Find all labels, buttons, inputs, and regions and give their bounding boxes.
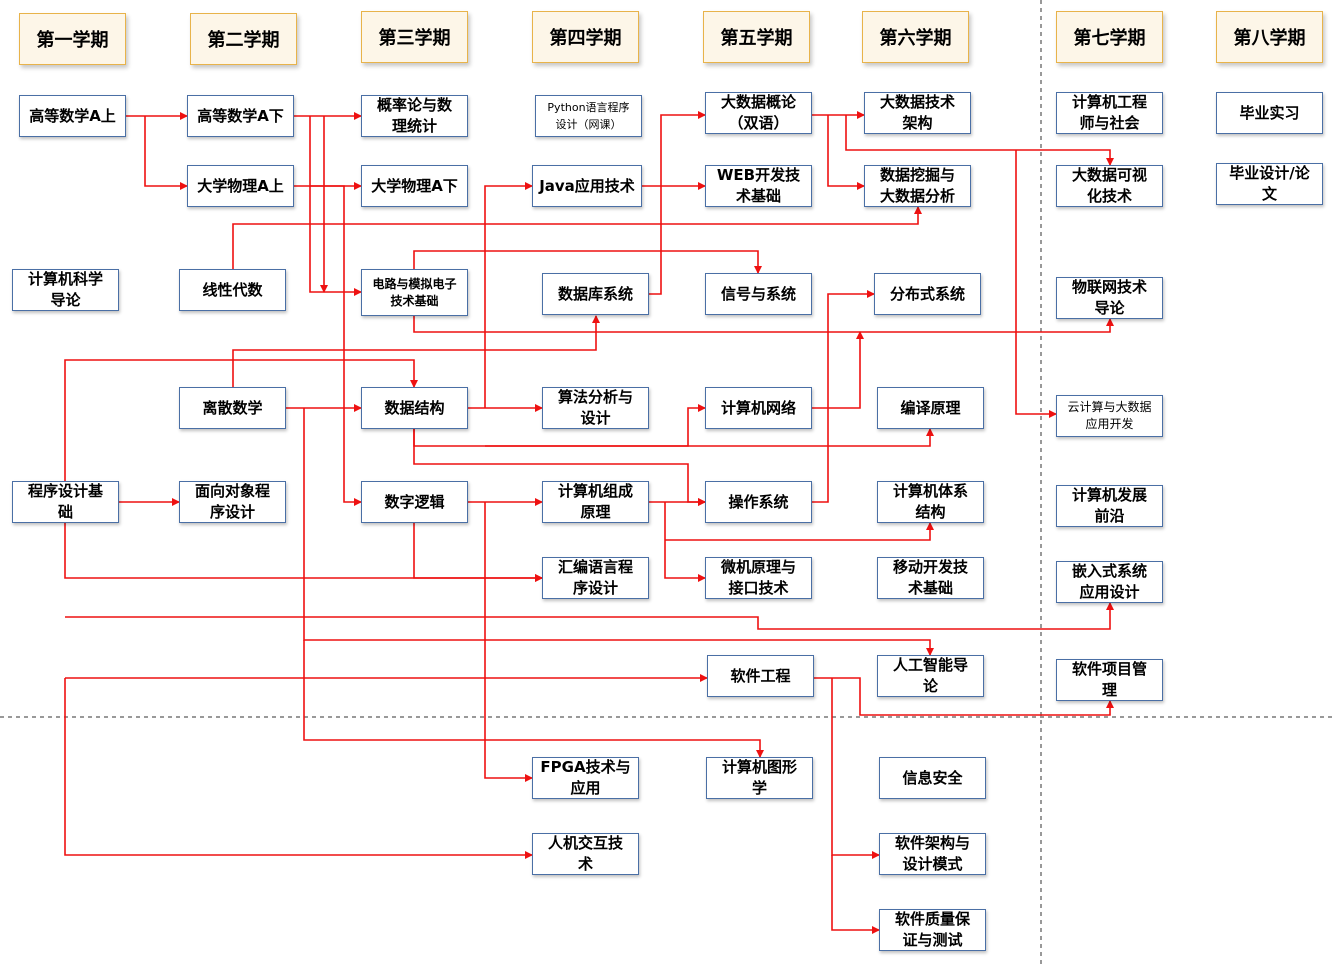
prerequisite-arrow-8	[413, 316, 1114, 333]
course-oop: 面向对象程 序设计	[179, 481, 286, 523]
prerequisite-arrow-7	[232, 206, 922, 269]
prerequisite-arrow-40	[831, 855, 880, 934]
semester-1-header: 第一学期	[19, 13, 126, 65]
semester-6-header: 第六学期	[862, 11, 969, 63]
prerequisite-arrow-9	[413, 250, 762, 274]
prerequisite-arrow-14	[845, 115, 1114, 166]
course-cloud: 云计算与大数据 应用开发	[1056, 395, 1163, 437]
course-java: Java应用技术	[532, 165, 642, 207]
course-software-eng: 软件工程	[707, 655, 814, 697]
course-bigdata-intro: 大数据概论 （双语）	[705, 92, 812, 134]
course-bigdata-arch: 大数据技术 架构	[864, 92, 971, 134]
course-assembly: 汇编语言程 序设计	[542, 557, 649, 599]
course-data-mining: 数据挖掘与 大数据分析	[864, 165, 971, 207]
course-sw-quality: 软件质量保 证与测试	[879, 909, 986, 951]
course-architecture: 计算机体系 结构	[877, 481, 984, 523]
course-discrete-math: 离散数学	[179, 387, 286, 429]
prerequisite-arrow-32	[413, 523, 543, 582]
prerequisite-arrow-20	[484, 182, 533, 408]
prerequisite-arrow-4	[309, 186, 362, 296]
prerequisite-arrow-25	[485, 428, 934, 447]
course-os: 操作系统	[705, 481, 812, 523]
semester-7-header: 第七学期	[1056, 11, 1163, 63]
course-visualization: 大数据可视 化技术	[1056, 165, 1163, 207]
prerequisite-arrow-23	[812, 331, 864, 409]
course-embedded: 嵌入式系统 应用设计	[1056, 561, 1163, 603]
semester-5-header: 第五学期	[703, 11, 810, 63]
course-physics-a1: 大学物理A上	[187, 165, 294, 207]
course-security: 信息安全	[879, 757, 986, 799]
course-distributed: 分布式系统	[874, 273, 981, 315]
prerequisite-arrow-41	[64, 678, 533, 859]
course-ai-intro: 人工智能导 论	[877, 655, 984, 697]
prerequisite-arrow-6	[294, 185, 362, 506]
course-signals: 信号与系统	[705, 273, 812, 315]
prerequisite-arrow-13	[827, 115, 865, 190]
prerequisite-arrow-31	[665, 522, 934, 541]
course-cs-intro: 计算机科学 导论	[12, 269, 119, 311]
prerequisite-arrow-30	[664, 502, 706, 582]
prerequisite-arrow-16	[232, 315, 600, 387]
prerequisite-arrow-3	[309, 116, 362, 190]
course-sw-architecture: 软件架构与 设计模式	[879, 833, 986, 875]
prerequisite-arrow-15	[1015, 150, 1057, 418]
course-web: WEB开发技 术基础	[705, 165, 812, 207]
semester-2-header: 第二学期	[190, 13, 297, 65]
course-iot: 物联网技术 导论	[1056, 277, 1163, 319]
prerequisite-arrow-39	[831, 678, 880, 859]
course-data-structures: 数据结构	[361, 387, 468, 429]
course-python: Python语言程序 设计（网课）	[535, 95, 642, 137]
course-linear-algebra: 线性代数	[179, 269, 286, 311]
prerequisite-arrow-28	[484, 502, 533, 782]
semester-8-header: 第八学期	[1216, 11, 1323, 63]
course-physics-a2: 大学物理A下	[361, 165, 468, 207]
course-internship: 毕业实习	[1216, 92, 1323, 134]
course-hci: 人机交互技 术	[532, 833, 639, 875]
course-adv-math-a1: 高等数学A上	[19, 95, 126, 137]
semester-4-header: 第四学期	[532, 11, 639, 63]
course-adv-math-a2: 高等数学A下	[187, 95, 294, 137]
prerequisite-arrow-1	[144, 116, 188, 190]
course-prob-stats: 概率论与数 理统计	[361, 95, 468, 137]
course-thesis: 毕业设计/论 文	[1216, 163, 1323, 205]
semester-3-header: 第三学期	[361, 11, 468, 63]
prerequisite-arrow-35	[303, 408, 934, 656]
prerequisite-arrow-24	[812, 290, 875, 503]
prerequisite-arrow-17	[64, 359, 418, 481]
course-fpga: FPGA技术与 应用	[532, 757, 639, 799]
course-database: 数据库系统	[542, 273, 649, 315]
course-digital-logic: 数字逻辑	[361, 481, 468, 523]
prerequisite-arrow-33	[64, 523, 543, 582]
prerequisite-arrow-38	[814, 677, 1114, 716]
prerequisite-arrow-11	[649, 111, 706, 295]
course-microcomputer: 微机原理与 接口技术	[705, 557, 812, 599]
course-networks: 计算机网络	[705, 387, 812, 429]
course-circuits: 电路与模拟电子 技术基础	[361, 269, 468, 316]
course-organization: 计算机组成 原理	[542, 481, 649, 523]
course-algorithms: 算法分析与 设计	[542, 387, 649, 429]
course-programming-basics: 程序设计基 础	[12, 481, 119, 523]
course-compilers: 编译原理	[877, 387, 984, 429]
course-project-mgmt: 软件项目管 理	[1056, 659, 1163, 701]
course-graphics: 计算机图形 学	[706, 757, 813, 799]
course-mobile: 移动开发技 术基础	[877, 557, 984, 599]
prerequisite-arrow-37	[303, 640, 764, 758]
course-frontier: 计算机发展 前沿	[1056, 485, 1163, 527]
prerequisite-arrow-34	[65, 602, 1114, 630]
course-eng-society: 计算机工程 师与社会	[1056, 92, 1163, 134]
